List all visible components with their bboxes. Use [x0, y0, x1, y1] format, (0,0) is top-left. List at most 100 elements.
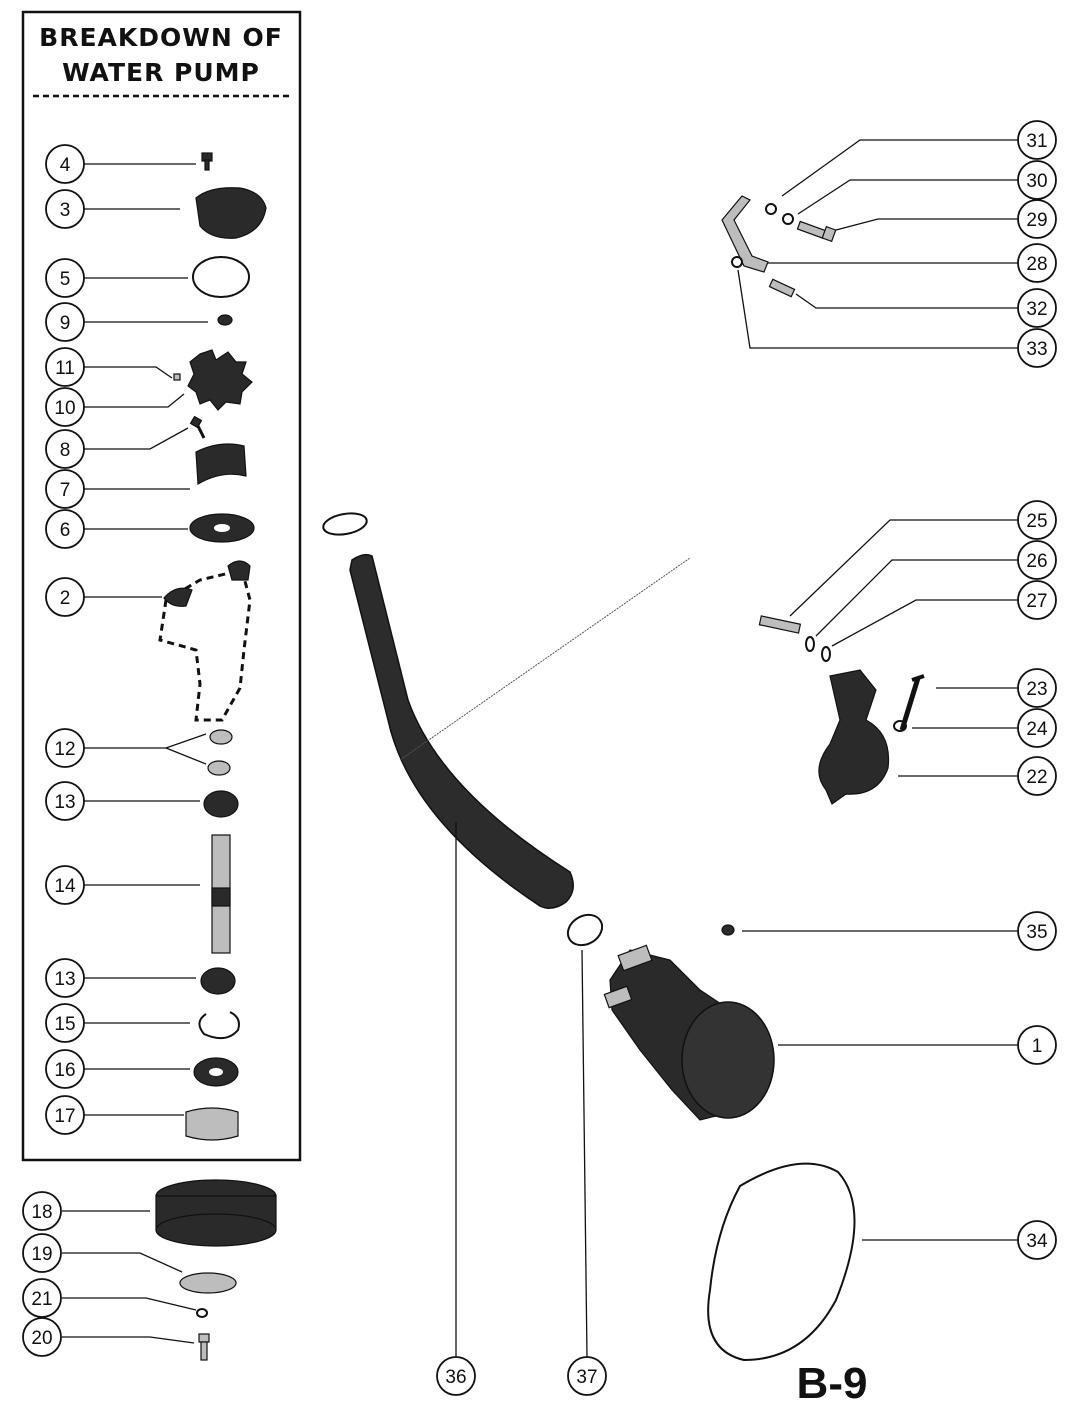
part-housing-2	[158, 560, 252, 722]
svg-text:19: 19	[31, 1244, 52, 1265]
alignment-line	[399, 557, 691, 761]
breakdown-panel-border	[21, 10, 302, 1162]
callout-13-lower: 13	[45, 958, 85, 998]
callout-11: 11	[45, 347, 85, 387]
part-bolt-29	[796, 220, 837, 243]
callout-5: 5	[45, 258, 85, 298]
part-seals-12	[207, 729, 233, 776]
part-9	[217, 314, 233, 326]
callout-14: 14	[45, 865, 85, 905]
part-screw-8	[189, 415, 206, 439]
callout-20: 20	[22, 1317, 62, 1357]
svg-text:26: 26	[1026, 551, 1047, 572]
callout-25: 25	[1017, 500, 1057, 540]
svg-text:3: 3	[60, 200, 71, 221]
callout-29: 29	[1017, 199, 1057, 239]
part-hose-36	[349, 553, 574, 909]
part-nut-33	[731, 256, 743, 268]
svg-text:9: 9	[60, 313, 71, 334]
part-screw-4	[201, 152, 213, 171]
svg-text:22: 22	[1026, 767, 1047, 788]
part-key-11	[173, 373, 181, 381]
callout-12: 12	[45, 728, 85, 768]
svg-text:20: 20	[31, 1328, 52, 1349]
part-35	[721, 924, 735, 936]
callout-31: 31	[1017, 120, 1057, 160]
callout-13-upper: 13	[45, 781, 85, 821]
panel-title-line-1: BREAKDOWN OF	[39, 23, 283, 52]
callout-36: 36	[436, 1356, 476, 1396]
callout-28: 28	[1017, 243, 1057, 283]
svg-text:2: 2	[60, 588, 71, 609]
svg-text:11: 11	[55, 358, 75, 379]
callout-7: 7	[45, 469, 85, 509]
callouts: 4 3 5 9 11 10 8 7 6 2 12 13 14 13 15 16 …	[22, 120, 1057, 1396]
part-bolt-20	[198, 1333, 210, 1361]
part-washer-24	[893, 720, 907, 732]
part-snap-ring-15	[198, 1011, 240, 1040]
svg-text:35: 35	[1026, 922, 1047, 943]
svg-text:16: 16	[54, 1060, 75, 1081]
callout-4: 4	[45, 144, 85, 184]
panel-title-line-2: WATER PUMP	[62, 58, 260, 87]
callout-23: 23	[1017, 668, 1057, 708]
callout-6: 6	[45, 509, 85, 549]
svg-text:29: 29	[1026, 210, 1047, 231]
svg-text:8: 8	[60, 440, 71, 461]
callout-37: 37	[567, 1356, 607, 1396]
part-pulley-18	[155, 1179, 277, 1247]
svg-text:27: 27	[1026, 591, 1047, 612]
svg-text:23: 23	[1026, 679, 1047, 700]
svg-text:7: 7	[60, 480, 71, 501]
callout-8: 8	[45, 429, 85, 469]
callout-2: 2	[45, 577, 85, 617]
svg-text:1: 1	[1032, 1036, 1043, 1057]
part-hose-clamp-top	[322, 512, 368, 536]
callout-35: 35	[1017, 911, 1057, 951]
svg-text:15: 15	[54, 1014, 75, 1035]
callout-30: 30	[1017, 160, 1057, 200]
callout-22: 22	[1017, 756, 1057, 796]
svg-text:5: 5	[60, 269, 71, 290]
svg-text:25: 25	[1026, 511, 1047, 532]
part-seal-16	[193, 1057, 239, 1087]
part-bearing-13-upper	[203, 790, 239, 818]
part-washer-30	[782, 213, 794, 225]
callout-1: 1	[1017, 1025, 1057, 1065]
part-o-ring-5	[192, 256, 250, 298]
callout-10: 10	[45, 387, 85, 427]
page-id: B-9	[797, 1359, 868, 1408]
svg-text:30: 30	[1026, 171, 1047, 192]
breakdown-panel: BREAKDOWN OF WATER PUMP	[21, 10, 302, 1162]
part-washer-26	[805, 636, 815, 652]
part-liner-7	[195, 443, 247, 486]
part-water-pump-1	[603, 944, 775, 1121]
part-washer-31	[765, 203, 777, 215]
svg-text:18: 18	[31, 1202, 52, 1223]
leader-lines	[62, 139, 1018, 1358]
callout-34: 34	[1017, 1220, 1057, 1260]
part-bolt-25	[758, 615, 802, 634]
svg-text:6: 6	[60, 520, 71, 541]
svg-text:13: 13	[54, 792, 75, 813]
part-bracket-22	[818, 669, 890, 805]
svg-text:31: 31	[1026, 131, 1047, 152]
part-belt-34	[707, 1162, 856, 1362]
callout-3: 3	[45, 189, 85, 229]
part-impeller-10	[187, 349, 253, 411]
svg-text:12: 12	[54, 739, 75, 760]
part-bracket-28	[721, 195, 769, 273]
svg-text:33: 33	[1026, 339, 1047, 360]
svg-text:13: 13	[54, 969, 75, 990]
part-bolt-23	[899, 674, 925, 731]
callout-16: 16	[45, 1049, 85, 1089]
callout-19: 19	[22, 1233, 62, 1273]
svg-text:32: 32	[1026, 299, 1047, 320]
svg-text:10: 10	[54, 398, 75, 419]
svg-text:24: 24	[1026, 719, 1048, 740]
svg-text:36: 36	[445, 1367, 466, 1388]
svg-text:28: 28	[1026, 254, 1047, 275]
callout-18: 18	[22, 1191, 62, 1231]
callout-15: 15	[45, 1003, 85, 1043]
